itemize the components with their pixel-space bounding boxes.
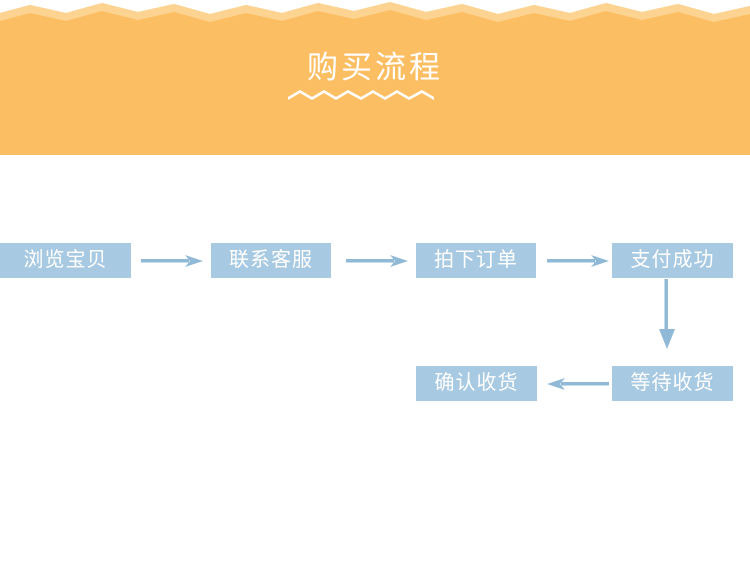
arrow-left-icon bbox=[547, 378, 609, 390]
header-banner: 购买流程 bbox=[0, 0, 750, 155]
flow-step-confirm-receipt[interactable]: 确认收货 bbox=[416, 366, 537, 401]
flow-step-payment-success[interactable]: 支付成功 bbox=[612, 243, 733, 278]
flow-step-browse-item[interactable]: 浏览宝贝 bbox=[0, 243, 131, 278]
arrow-right-icon-1 bbox=[141, 255, 203, 267]
flow-step-place-order[interactable]: 拍下订单 bbox=[416, 243, 536, 278]
arrow-right-icon-2 bbox=[346, 255, 408, 267]
flow-step-awaiting-delivery[interactable]: 等待收货 bbox=[612, 366, 733, 401]
title-underline-wave-icon bbox=[288, 90, 434, 100]
page-title: 购买流程 bbox=[307, 50, 443, 85]
arrow-down-icon bbox=[659, 279, 675, 349]
flow-step-contact-support[interactable]: 联系客服 bbox=[211, 243, 331, 278]
torn-edge-zigzag-icon bbox=[0, 0, 750, 22]
arrow-right-icon-3 bbox=[547, 255, 609, 267]
purchase-flow-diagram: 浏览宝贝 联系客服 拍下订单 支付成功 确认收货 等待收货 bbox=[0, 155, 750, 564]
